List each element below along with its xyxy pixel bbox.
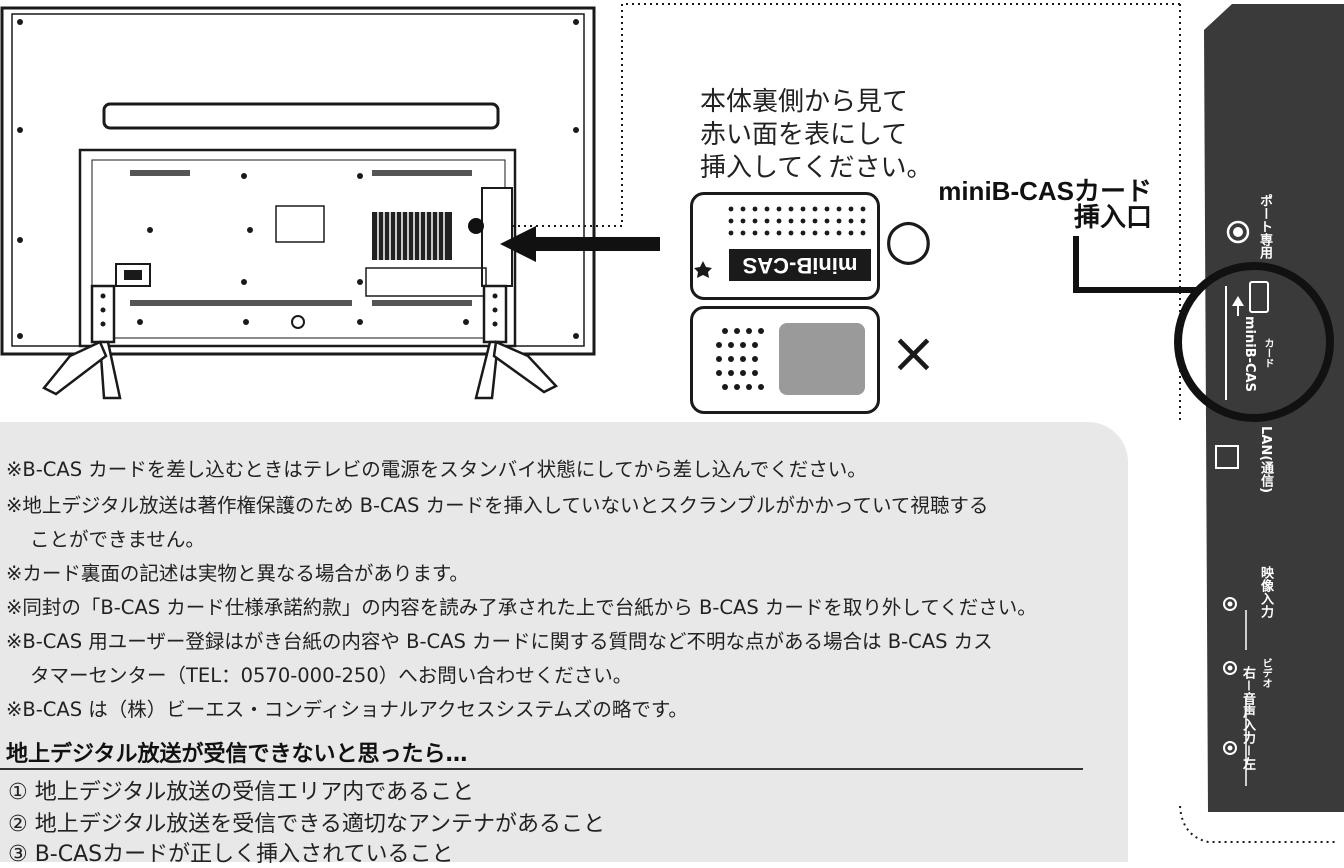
note-4: ※同封の「B-CAS カード仕様承諾約款」の内容を読み了承された上で台紙から B… [6, 596, 1037, 619]
side-video-sub: ビデオ [1260, 658, 1271, 688]
side-card-label: miniB-CAS [1242, 316, 1257, 392]
wrong-mark: × [890, 321, 937, 386]
card-label: miniB-CAS [742, 253, 858, 278]
note-5-continued: タマーセンター（TEL：0570-000-250）へお問い合わせください。 [30, 664, 633, 687]
side-lan-label: LAN(通信) [1258, 426, 1273, 494]
note-1: ※B-CAS カードを差し込むときはテレビの電源をスタンバイ状態にしてから差し込… [6, 458, 867, 481]
card-correct-illustration: miniB-CAS [690, 192, 880, 300]
troubleshoot-item-1: ① 地上デジタル放送の受信エリア内であること [8, 780, 475, 805]
card-contacts-pattern [694, 206, 871, 281]
note-2: ※地上デジタル放送は著作権保護のため B-CAS カードを挿入していないとスクラ… [6, 494, 989, 517]
note-3: ※カード裏面の記述は実物と異なる場合があります。 [6, 562, 469, 585]
troubleshoot-divider [0, 768, 1083, 770]
tv-back-illustration [0, 3, 1200, 420]
slot-title: miniB-CASカード 挿入口 [892, 178, 1152, 230]
notes-panel [0, 422, 1128, 862]
slot-title-line-1: miniB-CASカード [938, 176, 1152, 206]
side-video-label: 映像入力 [1258, 566, 1273, 618]
slot-title-line-2: 挿入口 [1073, 202, 1152, 232]
troubleshoot-item-3: ③ B-CASカードが正しく挿入されていること [8, 842, 454, 867]
side-terminal-panel [1174, 4, 1344, 843]
instruction-line-2: 赤い面を表にして [700, 120, 908, 150]
instruction-line-3: 挿入してください。 [700, 153, 933, 183]
correct-mark: ○ [884, 207, 933, 272]
troubleshoot-title: 地上デジタル放送が受信できないと思ったら… [6, 742, 468, 767]
side-audio-label: 右－音声入力－左 [1240, 666, 1255, 771]
side-card-sub: カード [1262, 338, 1273, 368]
card-back-pattern [716, 323, 865, 395]
troubleshoot-item-2: ② 地上デジタル放送を受信できる適切なアンテナがあること [8, 812, 605, 837]
side-port-label: ポート専用 [1257, 194, 1272, 259]
insert-instruction: 本体裏側から見て 赤い面を表にして 挿入してください。 [700, 86, 932, 185]
note-6: ※B-CAS は（株）ビーエス・コンディショナルアクセスシステムズの略です。 [6, 698, 688, 721]
card-wrong-illustration [690, 306, 880, 414]
note-5: ※B-CAS 用ユーザー登録はがき台紙の内容や B-CAS カードに関する質問な… [6, 630, 993, 653]
note-2-continued: ことができません。 [30, 528, 205, 551]
instruction-line-1: 本体裏側から見て [700, 87, 909, 117]
